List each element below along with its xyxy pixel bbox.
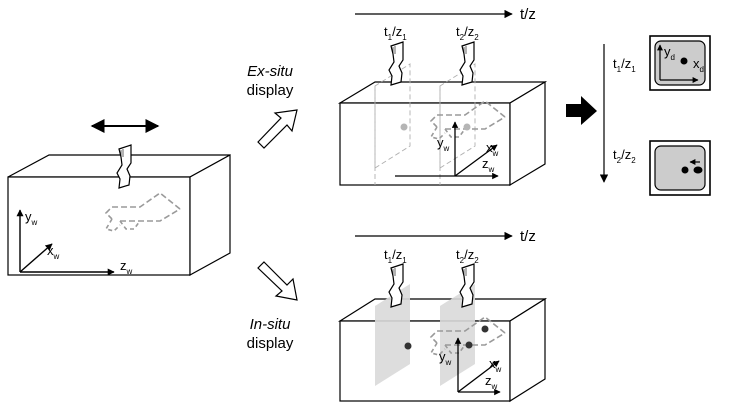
in-situ-point-1	[404, 342, 412, 350]
t1-z1-label: t1/z1	[613, 56, 636, 74]
hollow-arrow-icon	[257, 261, 298, 301]
ex-situ-point-1	[400, 123, 408, 131]
display-point	[680, 57, 688, 65]
svg-text:zw: zw	[482, 156, 495, 174]
label-x: x	[47, 243, 54, 258]
ex-situ-point-2	[463, 123, 471, 131]
probe-icon	[388, 41, 404, 86]
in-situ-point-3	[481, 325, 489, 333]
label-w: w	[126, 267, 133, 276]
svg-text:xw: xw	[47, 243, 60, 261]
svg-text:zw: zw	[120, 258, 133, 276]
label-z: z	[120, 258, 127, 273]
left-world-axes: yw xw zw	[16, 209, 133, 276]
in-situ-tissue-block	[337, 297, 548, 403]
t2-z2-label: t2/z2	[456, 24, 479, 42]
in-situ-slice-2	[440, 284, 475, 386]
label-w: w	[31, 218, 38, 227]
in-situ-point-2	[465, 341, 473, 349]
t1-z1-label: t1/z1	[384, 247, 407, 265]
svg-text:yd: yd	[664, 44, 675, 62]
display-panel-t2	[649, 140, 711, 196]
label-y: y	[25, 209, 32, 224]
in-situ-world-axes: yw xw zw	[439, 337, 502, 396]
in-situ-time-arrow: t/z	[355, 228, 536, 245]
in-situ-slice-1	[375, 284, 410, 386]
t1-z1-label: t1/z1	[384, 24, 407, 42]
display-label: display	[247, 335, 294, 352]
display-point-moved	[693, 166, 703, 174]
solid-arrow-icon	[566, 96, 597, 125]
time-axis-label: t/z	[520, 6, 536, 23]
display-point	[681, 166, 689, 174]
t2-z2-label: t2/z2	[456, 247, 479, 265]
time-axis-label: t/z	[520, 228, 536, 245]
hollow-arrow-icon	[257, 109, 298, 149]
label-w: w	[53, 252, 60, 261]
probe-icon	[459, 41, 475, 86]
svg-text:xw: xw	[489, 356, 502, 374]
t2-z2-label: t2/z2	[613, 147, 636, 165]
ex-situ-world-axes: yw xw zw	[395, 121, 499, 180]
ex-situ-tissue-block	[337, 63, 548, 187]
svg-text:xw: xw	[486, 140, 499, 158]
svg-text:zw: zw	[485, 373, 498, 391]
ex-situ-time-arrow: t/z	[355, 6, 536, 23]
svg-text:yw: yw	[25, 209, 38, 227]
in-situ-vessel	[404, 316, 506, 356]
in-situ-label: In-situ	[250, 316, 292, 333]
svg-text:yw: yw	[439, 349, 452, 367]
display-label: display	[247, 82, 294, 99]
ex-situ-vessel	[400, 100, 506, 140]
svg-text:xd: xd	[693, 56, 704, 74]
ex-situ-label: Ex-situ	[247, 63, 294, 80]
svg-text:yw: yw	[437, 135, 450, 153]
left-tissue-block	[7, 153, 231, 277]
display-panel-t1: yd xd	[649, 35, 711, 91]
